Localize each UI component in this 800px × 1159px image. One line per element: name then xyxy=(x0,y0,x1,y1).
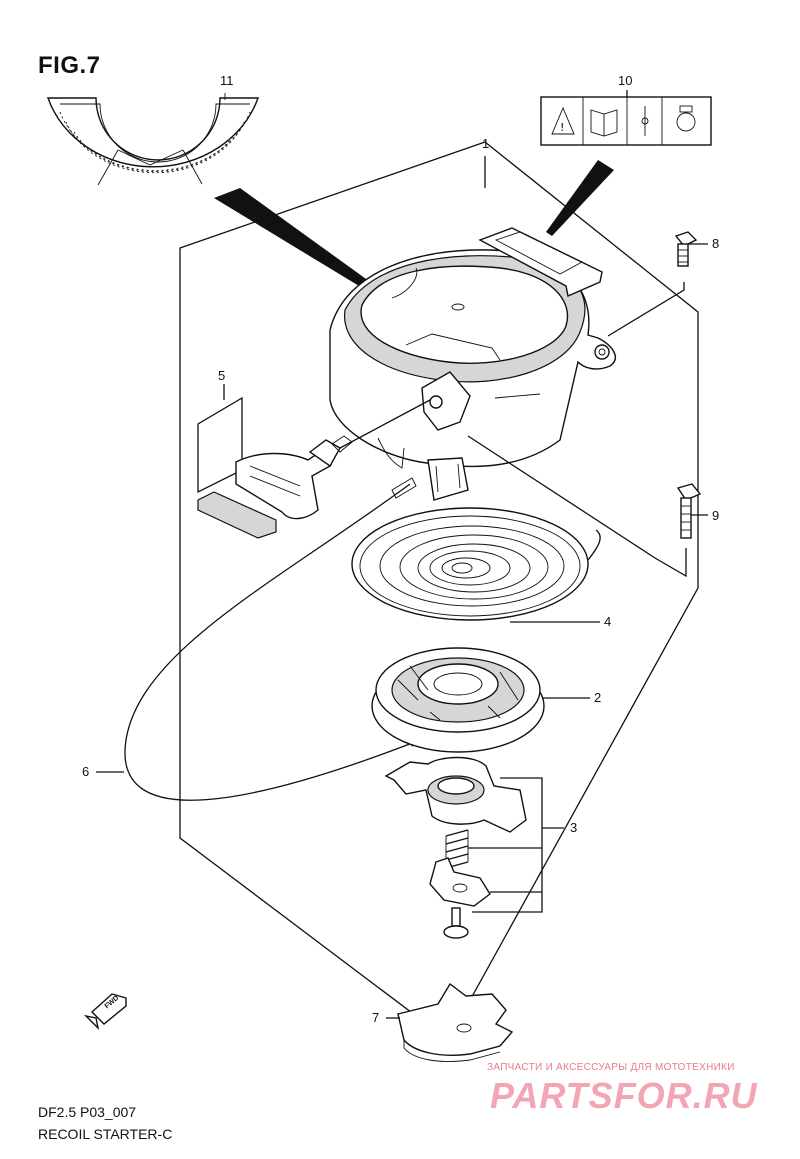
callout-7: 7 xyxy=(372,1010,380,1025)
callout-10: 10 xyxy=(618,73,633,88)
label-pointer xyxy=(546,160,614,236)
warning-label-part-10: ! xyxy=(540,96,712,146)
callout-3: 3 xyxy=(570,820,578,835)
decal-pointer xyxy=(214,188,398,306)
callout-4: 4 xyxy=(604,614,612,629)
assembly-outline xyxy=(179,141,699,1041)
ratchet-plate xyxy=(429,857,491,907)
callout-11: 11 xyxy=(220,73,234,88)
fwd-direction-badge xyxy=(83,993,127,1031)
callout-9: 9 xyxy=(712,508,720,523)
decal-arc-part-11 xyxy=(47,93,259,186)
callout-2: 2 xyxy=(594,690,602,705)
ratchet-part-3 xyxy=(384,756,527,833)
screw xyxy=(443,907,469,939)
recoil-spring-part-4 xyxy=(351,507,601,621)
starter-case-part-1 xyxy=(329,227,616,501)
handle-part-5 xyxy=(197,396,341,539)
bolt-part-9 xyxy=(676,483,702,539)
rope-part-6 xyxy=(124,399,431,801)
callout-8: 8 xyxy=(712,236,720,251)
callout-5: 5 xyxy=(218,368,226,383)
watermark-tagline: ЗАПЧАСТИ И АКСЕССУАРЫ ДЛЯ МОТОТЕХНИКИ xyxy=(487,1062,735,1073)
callout-6: 6 xyxy=(82,764,90,779)
callout-1: 1 xyxy=(482,136,490,151)
reel-part-2 xyxy=(371,647,545,753)
bolt-part-8 xyxy=(674,231,698,267)
figure-code: DF2.5 P03_007 xyxy=(38,1104,137,1120)
figure-name: RECOIL STARTER-C xyxy=(38,1126,173,1142)
svg-text:!: ! xyxy=(560,121,564,134)
figure-title: FIG.7 xyxy=(38,52,101,79)
pawl-plate-part-7 xyxy=(397,982,514,1062)
watermark-logo: PARTSFOR.RU xyxy=(490,1075,758,1116)
